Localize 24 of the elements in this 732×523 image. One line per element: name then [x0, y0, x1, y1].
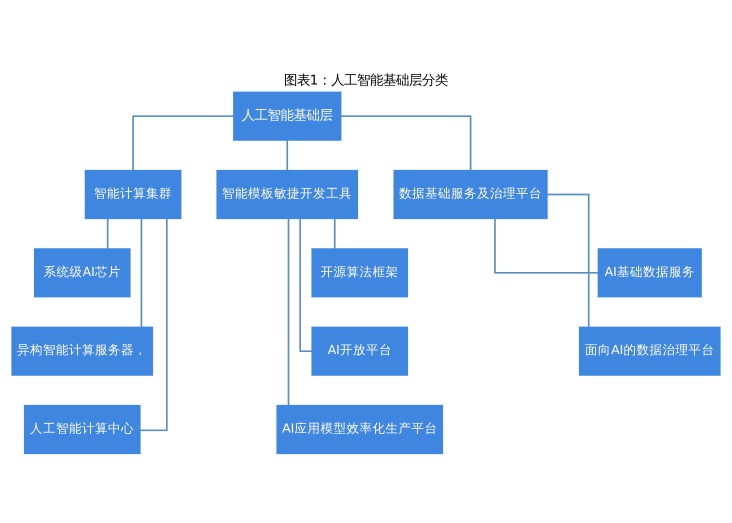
connector [288, 218, 290, 405]
node-box: AI开放平台 [311, 326, 408, 376]
node-box: 开源算法框架 [311, 248, 408, 297]
node-box: 系统级AI芯片 [34, 248, 131, 297]
node-box: AI基础数据服务 [598, 248, 702, 297]
node-box: 人工智能计算中心 [24, 404, 141, 454]
connector [140, 218, 142, 326]
connector [140, 218, 168, 431]
node-box: 智能计算集群 [84, 169, 182, 219]
connector [106, 218, 108, 248]
connector [547, 193, 590, 326]
node-box: 人工智能基础层 [233, 91, 342, 140]
connector [286, 140, 288, 170]
connector [494, 218, 598, 274]
node-box: 面向AI的数据治理平台 [578, 326, 721, 376]
node-box: AI应用模型效率化生产平台 [276, 404, 444, 454]
connector [341, 114, 472, 170]
node-box: 智能模板敏捷开发工具 [216, 169, 358, 219]
node-box: 异构智能计算服务器， [11, 326, 154, 376]
connector [299, 218, 312, 352]
connector [132, 114, 234, 170]
connector [334, 218, 336, 248]
diagram-title: 图表1：人工智能基础层分类 [284, 72, 448, 88]
node-box: 数据基础服务及治理平台 [394, 169, 548, 219]
